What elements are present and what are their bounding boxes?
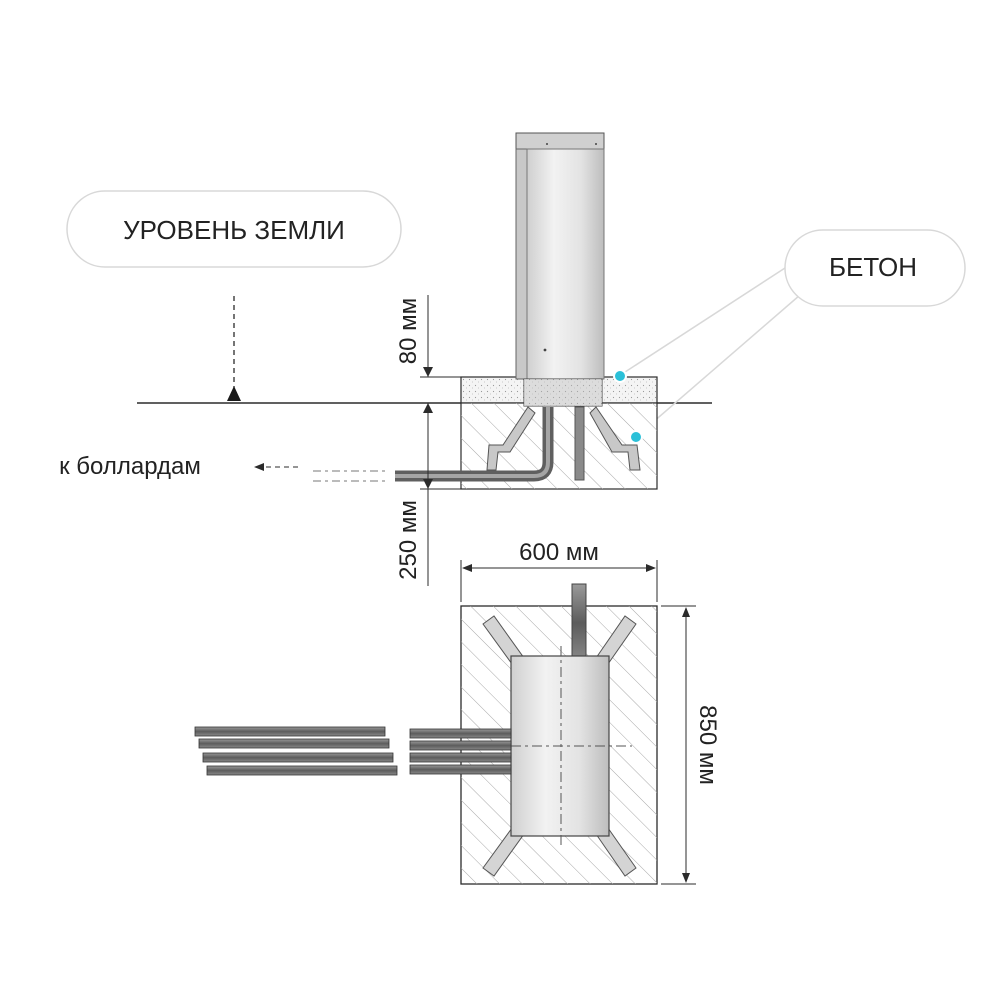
dim-80-label: 80 мм — [395, 298, 422, 364]
ground-level-marker — [227, 296, 241, 401]
conduit-pipe — [395, 407, 554, 482]
plan-vertical-pipe — [571, 583, 587, 663]
dimension-80mm: 80 мм — [395, 295, 461, 378]
bollard-body — [515, 132, 605, 407]
anchor-rods — [486, 406, 641, 481]
plan-conduit-bundle-far — [194, 726, 398, 776]
concrete-fill-dot — [629, 430, 643, 444]
plan-view — [194, 583, 658, 885]
ground-level-callout: УРОВЕНЬ ЗЕМЛИ — [66, 190, 402, 268]
dimension-600mm: 600 мм — [460, 539, 658, 602]
dimension-250mm: 250 мм — [395, 402, 461, 586]
dim-250-label: 250 мм — [395, 500, 422, 580]
concrete-callout: БЕТОН — [621, 229, 966, 437]
plan-conduit-bundle — [409, 728, 512, 775]
dim-600-label: 600 мм — [519, 539, 599, 566]
concrete-top-dot — [613, 369, 627, 383]
concrete-label: БЕТОН — [829, 252, 917, 282]
dim-850-label: 850 мм — [694, 705, 721, 785]
plan-anchor-arms — [482, 615, 637, 877]
to-bollards-indicator: к боллардам — [59, 453, 298, 480]
dimension-850mm: 850 мм — [661, 605, 721, 885]
ground-level-label: УРОВЕНЬ ЗЕМЛИ — [123, 215, 345, 245]
side-section-view — [313, 132, 658, 490]
to-bollards-label: к боллардам — [59, 453, 201, 480]
